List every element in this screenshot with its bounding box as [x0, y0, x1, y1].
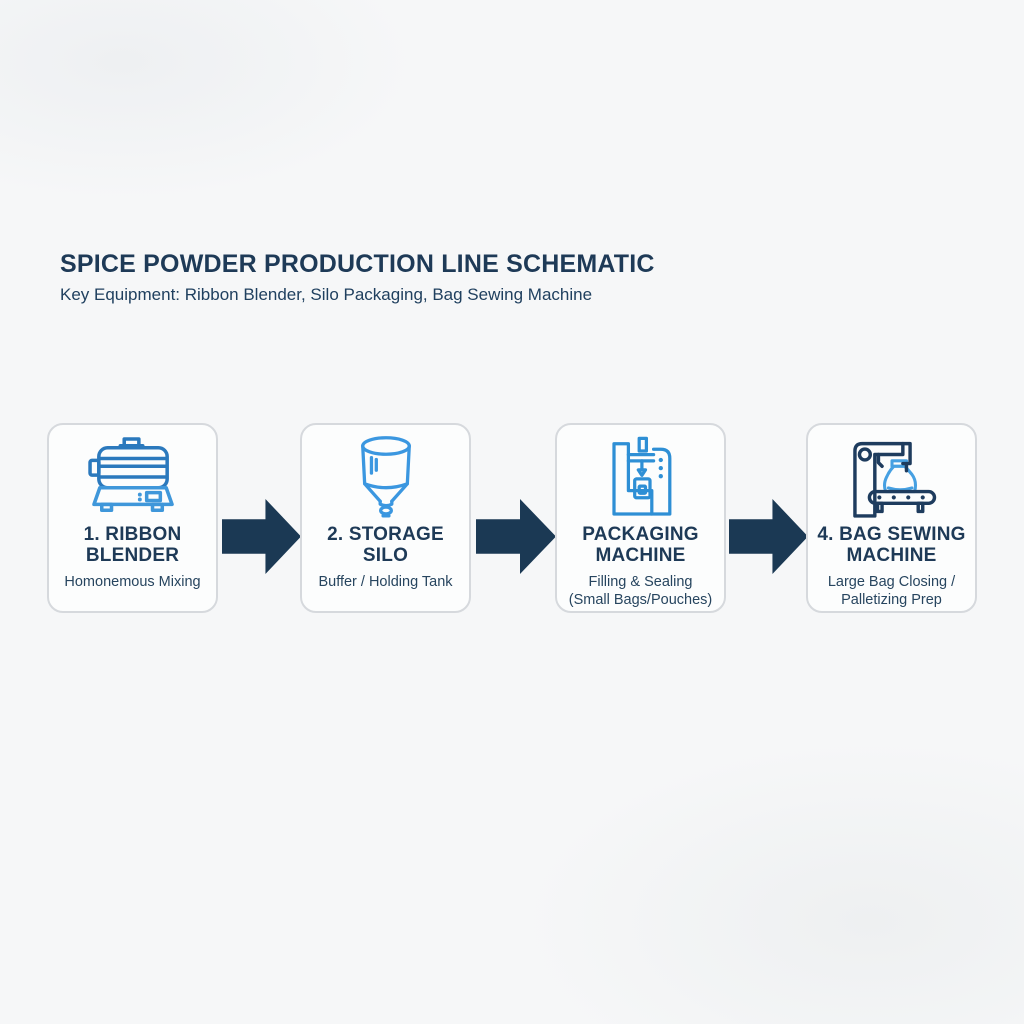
- page-title: SPICE POWDER PRODUCTION LINE SCHEMATIC: [60, 250, 655, 278]
- step-subtitle: Buffer / Holding Tank: [318, 573, 453, 590]
- flow-arrow-icon: [729, 499, 808, 574]
- ribbon-blender-icon: [84, 432, 182, 524]
- step-card-storage-silo: 2. STORAGE SILO Buffer / Holding Tank: [300, 423, 471, 613]
- step-card-bag-sewing-machine: 4. BAG SEWING MACHINE Large Bag Closing …: [806, 423, 977, 613]
- step-title: 2. STORAGE SILO: [327, 524, 444, 567]
- step-subtitle: Large Bag Closing / Palletizing Prep: [827, 573, 956, 608]
- step-subtitle: Filling & Sealing (Small Bags/Pouches): [568, 573, 713, 608]
- step-card-ribbon-blender: 1. RIBBON BLENDER Homonemous Mixing: [47, 423, 218, 613]
- step-title: PACKAGING MACHINE: [582, 524, 699, 567]
- step-title: 1. RIBBON BLENDER: [83, 524, 182, 567]
- step-subtitle: Homonemous Mixing: [64, 573, 201, 590]
- flow-arrow-icon: [222, 499, 301, 574]
- step-card-packaging-machine: PACKAGING MACHINE Filling & Sealing (Sma…: [555, 423, 726, 613]
- step-title: 4. BAG SEWING MACHINE: [817, 524, 966, 567]
- bag-sewing-machine-icon: [845, 432, 939, 524]
- storage-silo-icon: [354, 432, 418, 524]
- header: SPICE POWDER PRODUCTION LINE SCHEMATIC K…: [60, 250, 655, 305]
- flow-arrow-icon: [476, 499, 556, 574]
- page-subtitle: Key Equipment: Ribbon Blender, Silo Pack…: [60, 284, 593, 304]
- packaging-machine-icon: [605, 432, 677, 524]
